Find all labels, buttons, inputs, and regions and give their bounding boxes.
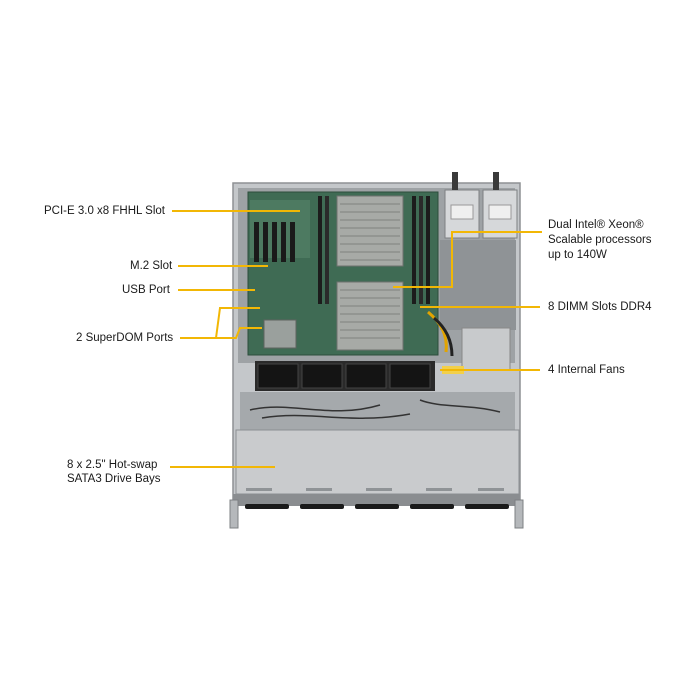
cpu-heatsink-2 [336,281,404,351]
callout-cpu-line2: Scalable processors [548,234,652,246]
pdb-cover [461,327,511,371]
drive-bay-vents [246,488,504,491]
psu-1-label [450,204,474,220]
pcie-slot-2 [263,222,268,262]
cpu-heatsink-1 [336,195,404,267]
rack-ear-left [229,499,239,529]
drive-bay-cage [235,429,520,495]
callout-superdom-ports: 2 SuperDOM Ports [76,332,174,344]
callout-usb-port: USB Port [122,284,170,296]
fans [257,363,431,389]
front-bezel [233,494,520,506]
pcie-slot-4 [281,222,286,262]
callout-line-cpu [393,231,542,288]
chipset-heatsink [263,319,297,349]
front-drive-handles [245,504,509,509]
callout-line-superdom-a [180,307,260,339]
psu-1-handle [452,172,458,190]
pcie-slot-5 [290,222,295,262]
callout-dimm-slots: 8 DIMM Slots DDR4 [548,301,652,313]
callout-line-superdom-b [216,327,262,339]
power-cable-black [433,316,454,357]
dimm-slots [318,196,430,304]
sata-cables [249,399,501,419]
callout-cpu-line3: up to 140W [548,249,607,261]
heatsink-fins-2 [340,289,400,339]
callout-pcie-slot: PCI-E 3.0 x8 FHHL Slot [44,205,166,217]
callout-drive-bays-line1: 8 x 2.5" Hot-swap [67,459,158,471]
callout-drive-bays-line2: SATA3 Drive Bays [67,473,161,485]
psu-2-label [488,204,512,220]
callout-cpu-line1: Dual Intel® Xeon® [548,219,644,231]
psu-2-handle [493,172,499,190]
pcie-riser [250,200,310,258]
pcie-slot-3 [272,222,277,262]
callout-lines [170,210,542,468]
cable-tray [240,392,515,430]
callout-m2-slot: M.2 Slot [130,260,173,272]
heatsink-fins-1 [340,203,400,261]
pcie-slot-1 [254,222,259,262]
rack-ear-right [514,499,524,529]
callout-internal-fans: 4 Internal Fans [548,364,625,376]
